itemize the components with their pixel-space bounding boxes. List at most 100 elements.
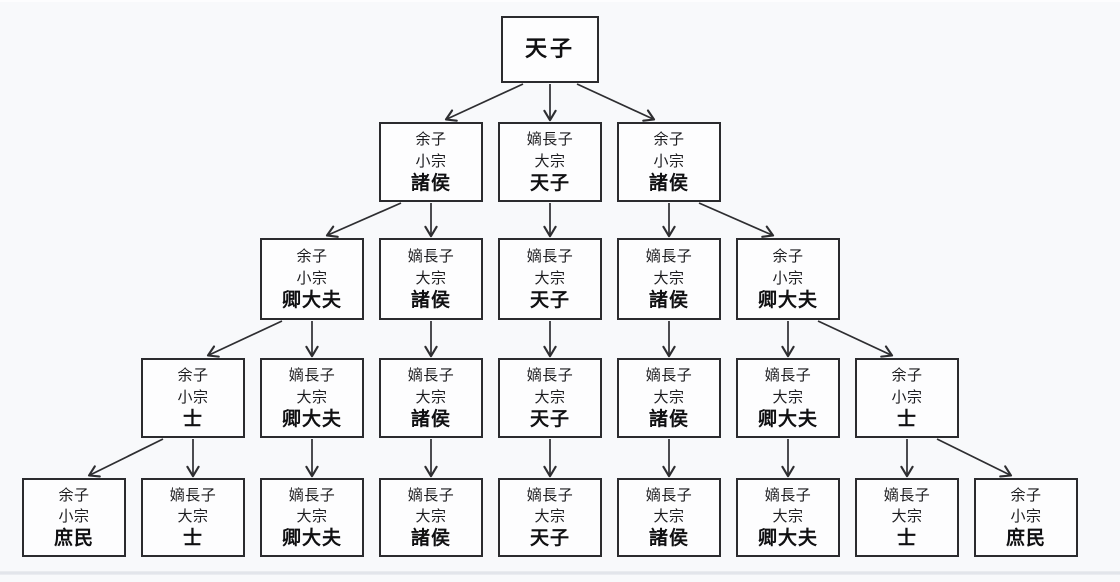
lineage-label: 大宗 — [534, 507, 566, 525]
rank-label: 庶民 — [53, 527, 94, 549]
node-r3b1: 余子小宗卿大夫 — [260, 238, 364, 320]
lineage-label: 嫡長子 — [764, 366, 812, 385]
lineage-label: 小宗 — [1010, 507, 1042, 525]
lineage-label: 大宗 — [415, 387, 447, 406]
lineage-label: 嫡長子 — [645, 486, 693, 504]
lineage-label: 小宗 — [891, 387, 923, 406]
rank-label: 諸侯 — [410, 289, 451, 312]
lineage-label: 余子 — [296, 246, 328, 265]
rank-label: 諸侯 — [410, 527, 451, 549]
rank-label: 天子 — [529, 171, 570, 194]
rank-label: 天子 — [524, 37, 575, 62]
lineage-label: 嫡長子 — [526, 130, 574, 149]
rank-label: 諸侯 — [410, 407, 451, 430]
lineage-label: 余子 — [58, 486, 90, 504]
lineage-label: 嫡長子 — [526, 486, 574, 504]
node-r4b4: 嫡長子大宗天子 — [498, 358, 602, 438]
rank-label: 天子 — [529, 527, 570, 549]
lineage-label: 小宗 — [58, 507, 90, 525]
node-r2b1: 余子小宗諸侯 — [379, 122, 483, 202]
lineage-label: 小宗 — [296, 268, 328, 287]
lineage-label: 大宗 — [415, 268, 447, 287]
node-r2b2: 嫡長子大宗天子 — [498, 122, 602, 202]
node-r4b6: 嫡長子大宗卿大夫 — [736, 358, 840, 438]
node-r3b3: 嫡長子大宗天子 — [498, 238, 602, 320]
rank-label: 士 — [182, 527, 203, 549]
node-r4b5: 嫡長子大宗諸侯 — [617, 358, 721, 438]
lineage-label: 嫡長子 — [407, 246, 455, 265]
generation-row-4: 余子小宗士嫡長子大宗卿大夫嫡長子大宗諸侯嫡長子大宗天子嫡長子大宗諸侯嫡長子大宗卿… — [0, 358, 1110, 438]
node-r5b4: 嫡長子大宗諸侯 — [379, 478, 483, 557]
generation-row-5: 余子小宗庶民嫡長子大宗士嫡長子大宗卿大夫嫡長子大宗諸侯嫡長子大宗天子嫡長子大宗諸… — [0, 478, 1110, 557]
lineage-label: 余子 — [415, 130, 447, 149]
node-r3b2: 嫡長子大宗諸侯 — [379, 238, 483, 320]
lineage-label: 嫡長子 — [407, 486, 455, 504]
node-r5b9: 余子小宗庶民 — [974, 478, 1078, 557]
lineage-label: 大宗 — [534, 268, 566, 287]
descent-arrow — [817, 320, 894, 358]
lineage-label: 大宗 — [772, 507, 804, 525]
rank-label: 卿大夫 — [281, 407, 342, 430]
lineage-label: 嫡長子 — [645, 246, 693, 265]
node-r5b1: 余子小宗庶民 — [22, 478, 126, 557]
lineage-label: 小宗 — [772, 268, 804, 287]
lineage-label: 嫡長子 — [407, 366, 455, 385]
generation-row-3: 余子小宗卿大夫嫡長子大宗諸侯嫡長子大宗天子嫡長子大宗諸侯余子小宗卿大夫 — [0, 238, 1110, 320]
descent-arrow — [936, 438, 1013, 478]
generation-row-2: 余子小宗諸侯嫡長子大宗天子余子小宗諸侯 — [0, 122, 1110, 202]
lineage-label: 小宗 — [653, 151, 685, 170]
node-r5b7: 嫡長子大宗卿大夫 — [736, 478, 840, 557]
node-r2b3: 余子小宗諸侯 — [617, 122, 721, 202]
lineage-label: 小宗 — [177, 387, 209, 406]
descent-arrow — [698, 202, 775, 238]
descent-arrow — [87, 438, 164, 478]
node-r3b5: 余子小宗卿大夫 — [736, 238, 840, 320]
rank-label: 庶民 — [1005, 527, 1046, 549]
rank-label: 天子 — [529, 289, 570, 312]
rank-label: 卿大夫 — [757, 527, 818, 549]
lineage-label: 大宗 — [296, 387, 328, 406]
rank-label: 卿大夫 — [281, 289, 342, 312]
node-r5b5: 嫡長子大宗天子 — [498, 478, 602, 557]
lineage-label: 大宗 — [177, 507, 209, 525]
rank-label: 諸侯 — [648, 289, 689, 312]
node-r3b4: 嫡長子大宗諸侯 — [617, 238, 721, 320]
rank-label: 天子 — [529, 407, 570, 430]
top-highlight-line — [0, 0, 1120, 2]
lineage-label: 嫡長子 — [764, 486, 812, 504]
lineage-label: 嫡長子 — [288, 366, 336, 385]
generation-row-1: 天子 — [0, 16, 1110, 83]
lineage-label: 余子 — [1010, 486, 1042, 504]
rank-label: 士 — [896, 527, 917, 549]
rank-label: 卿大夫 — [281, 527, 342, 549]
rank-label: 諸侯 — [410, 171, 451, 194]
lineage-label: 嫡長子 — [526, 246, 574, 265]
lineage-label: 嫡長子 — [526, 366, 574, 385]
node-r5b8: 嫡長子大宗士 — [855, 478, 959, 557]
descent-arrow — [325, 202, 402, 238]
lineage-label: 嫡長子 — [883, 486, 931, 504]
rank-label: 諸侯 — [648, 171, 689, 194]
lineage-label: 余子 — [891, 366, 923, 385]
rank-label: 諸侯 — [648, 527, 689, 549]
lineage-label: 大宗 — [296, 507, 328, 525]
node-r4b1: 余子小宗士 — [141, 358, 245, 438]
lineage-label: 大宗 — [891, 507, 923, 525]
bottom-shadow-line — [0, 571, 1120, 575]
node-r1b1: 天子 — [501, 16, 599, 83]
node-r5b6: 嫡長子大宗諸侯 — [617, 478, 721, 557]
lineage-label: 大宗 — [772, 387, 804, 406]
node-r4b2: 嫡長子大宗卿大夫 — [260, 358, 364, 438]
lineage-label: 余子 — [177, 366, 209, 385]
rank-label: 士 — [896, 407, 917, 430]
rank-label: 士 — [182, 407, 203, 430]
lineage-label: 小宗 — [415, 151, 447, 170]
lineage-label: 大宗 — [653, 507, 685, 525]
lineage-label: 大宗 — [653, 268, 685, 287]
rank-label: 諸侯 — [648, 407, 689, 430]
lineage-label: 大宗 — [653, 387, 685, 406]
rank-label: 卿大夫 — [757, 289, 818, 312]
descent-arrow — [206, 320, 283, 358]
lineage-label: 大宗 — [534, 151, 566, 170]
